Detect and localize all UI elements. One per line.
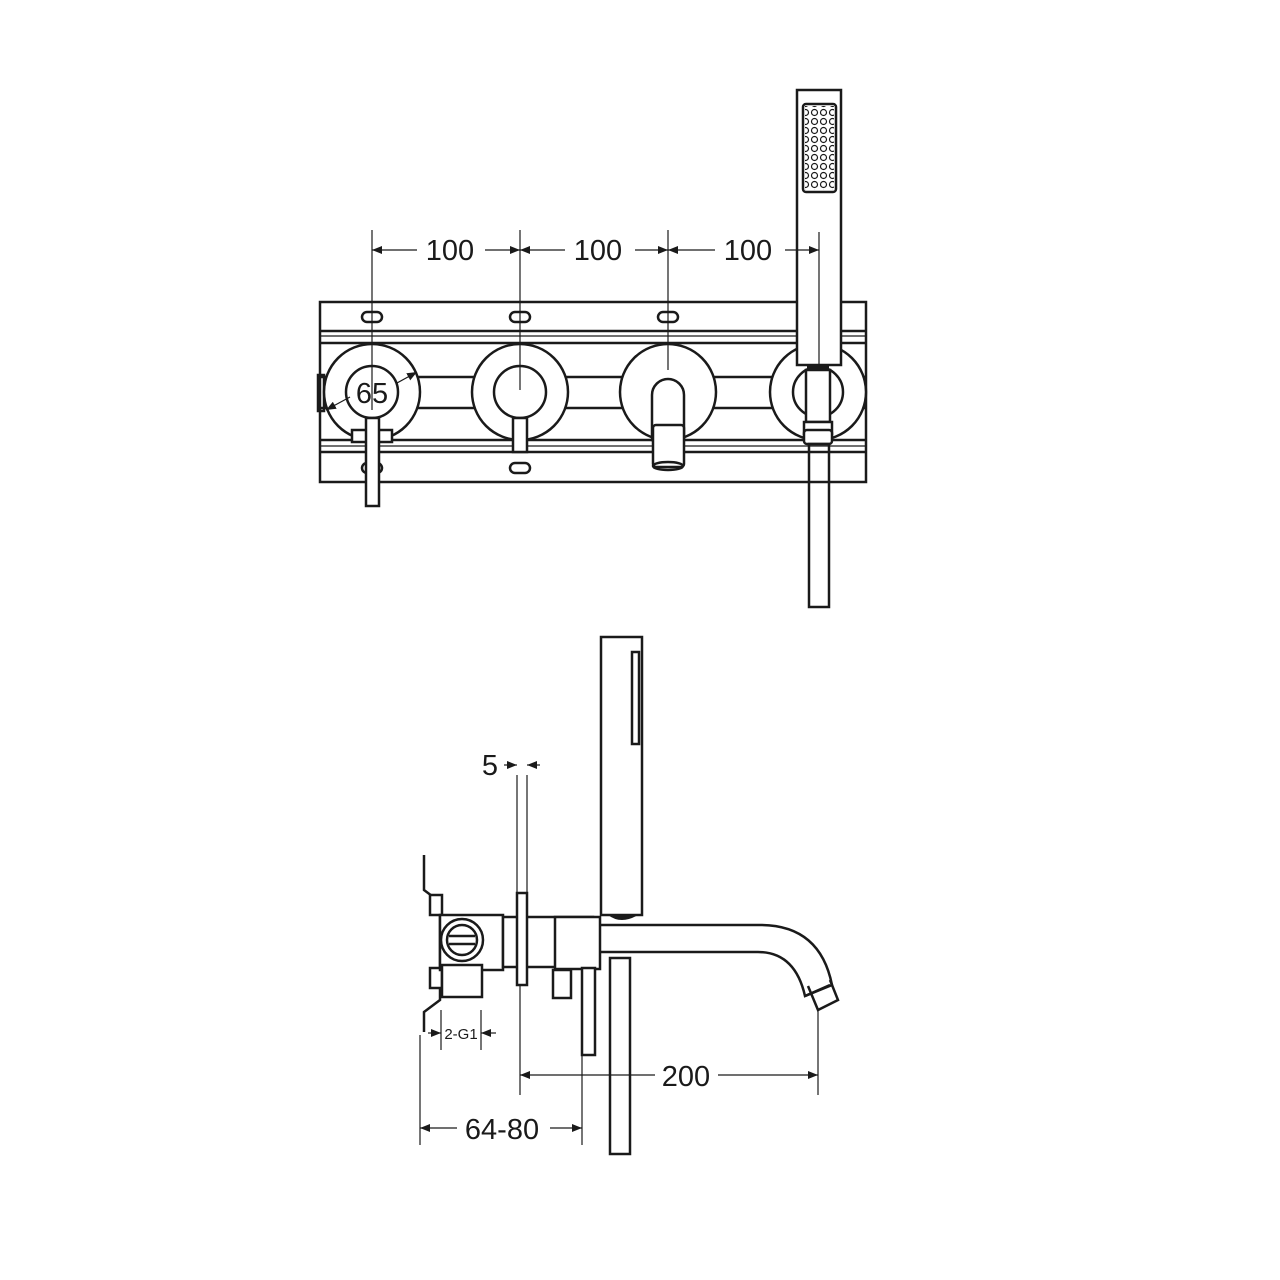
side-view: 5 2-G1 200 64-80 (419, 635, 840, 1156)
dimension-label-connection: 2-G1 (444, 1026, 477, 1043)
dimension-label-plate-thickness: 5 (482, 750, 498, 782)
dimension-label-wall-depth: 64-80 (465, 1114, 539, 1146)
dimension-label-spacing-3: 100 (724, 235, 772, 267)
front-view: 100 100 100 65 (316, 88, 868, 609)
wall-plate (515, 891, 529, 987)
mixer-2 (470, 342, 570, 454)
hose (608, 956, 632, 1156)
dimension-label-spacing-2: 100 (574, 235, 622, 267)
dimension-label-spout-projection: 200 (662, 1061, 710, 1093)
dimension-label-spacing-1: 100 (426, 235, 474, 267)
shower-holder (768, 342, 868, 609)
valve-body-side (422, 855, 602, 1057)
side-dimensions: 5 2-G1 200 64-80 (419, 750, 819, 1146)
hand-shower-side (599, 635, 644, 920)
spout-side (596, 923, 840, 1012)
spacing-dimensions: 100 100 100 65 (325, 230, 820, 411)
dimension-label-diameter: 65 (356, 378, 388, 410)
